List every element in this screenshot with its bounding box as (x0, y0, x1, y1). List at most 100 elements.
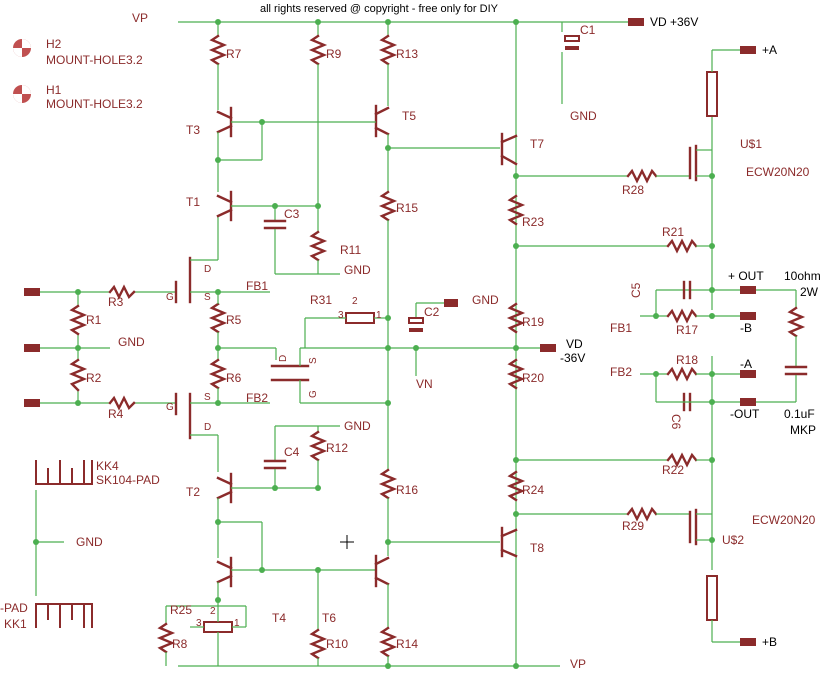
pin-d-2: D (204, 422, 211, 433)
r23-label: R23 (522, 215, 544, 229)
left-chain (156, 19, 376, 666)
vp-bottom-label: VP (570, 657, 586, 671)
t5-label: T5 (402, 109, 416, 123)
r29-label: R29 (622, 519, 644, 533)
minus-out-label: -OUT (730, 407, 760, 421)
plus-b-label: +B (762, 635, 777, 649)
r12-label: R12 (326, 441, 348, 455)
r11-label: R11 (340, 243, 361, 257)
fb1-out-label: FB1 (610, 321, 632, 335)
plus-out-label: + OUT (728, 269, 764, 283)
t1-label: T1 (186, 195, 200, 209)
us2-label: U$2 (722, 533, 744, 547)
driver-column (262, 19, 516, 669)
r10-label: R10 (326, 637, 348, 651)
pin-d-1: D (204, 264, 211, 275)
r20-label: R20 (522, 371, 544, 385)
r31-pin3: 3 (338, 310, 344, 321)
r25-pin1: 1 (234, 618, 240, 629)
r13-label: R13 (396, 47, 418, 61)
us2-value: ECW20N20 (752, 513, 816, 527)
vn-label: VN (416, 377, 433, 391)
c2-label: C2 (424, 305, 440, 319)
c3-label: C3 (284, 207, 300, 221)
us1-label: U$1 (740, 137, 762, 151)
r3-label: R3 (108, 295, 124, 309)
pin-s-2: S (204, 392, 211, 403)
h1-value: MOUNT-HOLE3.2 (46, 97, 143, 111)
t2-label: T2 (186, 485, 200, 499)
fb2-label: FB2 (246, 391, 268, 405)
c5-label: C5 (629, 282, 643, 298)
output-drivers (500, 19, 556, 669)
pin-g-2: G (166, 402, 174, 413)
r25-pin2: 2 (210, 606, 216, 617)
labels: all rights reserved @ copyright - free o… (0, 3, 821, 671)
pin-s-1: S (204, 292, 211, 303)
load-cap-value: 0.1uF (784, 407, 815, 421)
gnd-c1: GND (570, 109, 597, 123)
input-section (24, 284, 176, 411)
r9-label: R9 (326, 47, 342, 61)
r2-label: R2 (86, 371, 102, 385)
r1-label: R1 (86, 313, 102, 327)
minus-b-label: -B (740, 321, 752, 335)
capacitor-c1 (564, 35, 580, 50)
load-cap-type: MKP (790, 423, 816, 437)
input-fets (174, 216, 270, 472)
t4-label: T4 (272, 611, 286, 625)
gnd-r11: GND (344, 263, 371, 277)
us1-value: ECW20N20 (746, 165, 810, 179)
r31-pin2: 2 (352, 296, 358, 307)
r7-label: R7 (226, 47, 242, 61)
vd-neg-label: VD (566, 337, 583, 351)
r14-label: R14 (396, 637, 418, 651)
fb1-label: FB1 (246, 279, 268, 293)
r16-label: R16 (396, 483, 418, 497)
r21-label: R21 (662, 225, 684, 239)
kk4-value: SK104-PAD (96, 473, 160, 487)
r17-label: R17 (676, 323, 698, 337)
r31-pin1: 1 (376, 310, 382, 321)
h2-ref: H2 (46, 37, 62, 51)
r6-label: R6 (226, 371, 242, 385)
gnd-heatsink: GND (76, 535, 103, 549)
mid-column (270, 19, 391, 666)
t3-label: T3 (186, 123, 200, 137)
kk4-ref: KK4 (96, 459, 119, 473)
h2-value: MOUNT-HOLE3.2 (46, 53, 143, 67)
load-res-power: 2W (800, 285, 819, 299)
heatsinks (33, 460, 93, 628)
r25-pin3: 3 (196, 618, 202, 629)
pin-g-1: G (166, 292, 174, 303)
r19-label: R19 (522, 315, 544, 329)
gnd-c2: GND (472, 293, 499, 307)
cursor-crosshair (340, 535, 354, 549)
kk1-ref: KK1 (4, 617, 27, 631)
pin-g-3: G (308, 390, 319, 398)
pin-d-3: D (278, 355, 289, 362)
r25-label: R25 (170, 603, 192, 617)
r24-label: R24 (522, 483, 544, 497)
h1-ref: H1 (46, 83, 62, 97)
vd-pos-label: VD +36V (650, 15, 698, 29)
r4-label: R4 (108, 407, 124, 421)
r31-label: R31 (310, 293, 332, 307)
fb2-out-label: FB2 (610, 365, 632, 379)
r22-label: R22 (662, 463, 684, 477)
r18-label: R18 (676, 353, 698, 367)
pin-s-3: S (308, 357, 319, 364)
mount-hole-icons (13, 39, 31, 103)
r28-label: R28 (622, 183, 644, 197)
r15-label: R15 (396, 201, 418, 215)
vp-top-label: VP (132, 11, 148, 25)
vd-neg-value-label: -36V (560, 351, 585, 365)
t6-label: T6 (322, 611, 336, 625)
plus-a-label: +A (762, 43, 777, 57)
r8-label: R8 (172, 637, 188, 651)
r5-label: R5 (226, 313, 242, 327)
kk1-value: -PAD (0, 601, 28, 615)
gnd-c4: GND (344, 419, 371, 433)
output-stage (516, 46, 808, 646)
